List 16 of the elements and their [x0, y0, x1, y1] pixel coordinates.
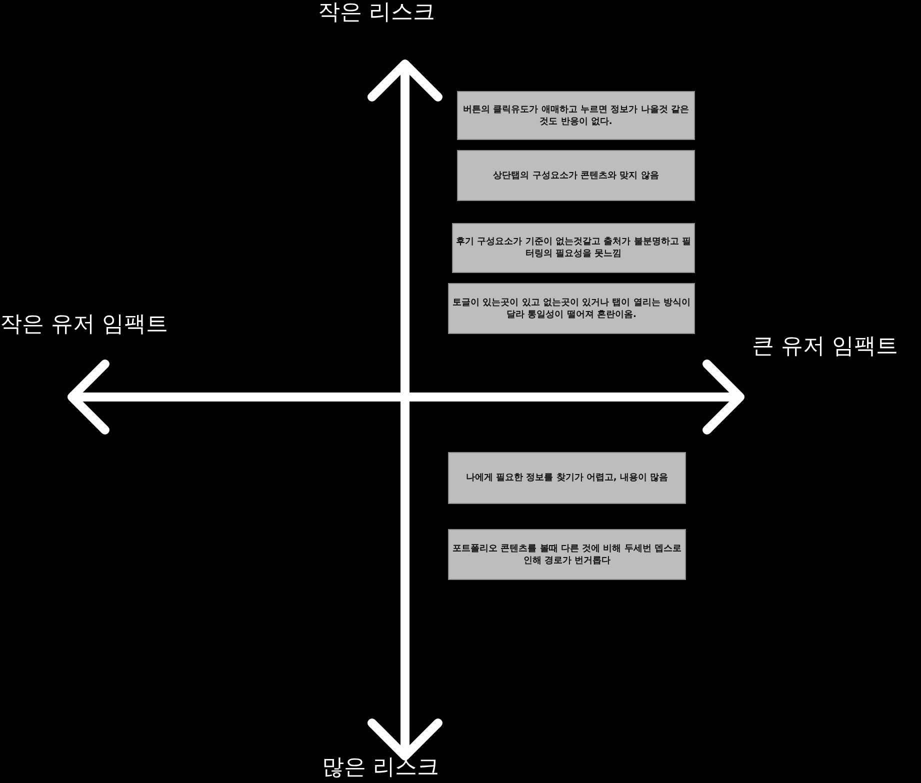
note-text: 토글이 있는곳이 있고 없는곳이 있거나 탭이 열리는 방식이 달라 통일성이 떨어져 혼란이옴.	[452, 296, 692, 320]
axis-label: 많은 리스크	[322, 755, 439, 781]
note-text: 후기 구성요소가 기준이 없는것같고 출처가 불분명하고 필터링의 필요성을 못느낌	[455, 236, 692, 260]
note-box	[457, 150, 695, 201]
note-text: 상단탭의 구성요소가 콘텐츠와 맞지 않음	[492, 170, 660, 182]
note-box	[452, 223, 695, 273]
note-box	[448, 529, 686, 580]
axis-label: 작은 유저 임팩트	[0, 312, 168, 338]
note-box	[448, 283, 695, 334]
note-box	[448, 452, 686, 504]
note-text: 나에게 필요한 정보를 찾기가 어렵고, 내용이 많음	[464, 472, 670, 484]
axis-label: 작은 리스크	[318, 0, 435, 26]
axis-label: 큰 유저 임팩트	[752, 334, 898, 360]
note-text: 버튼의 클릭유도가 애매하고 누르면 정보가 나올것 같은것도 반응이 없다.	[462, 104, 690, 128]
note-box	[457, 91, 695, 140]
note-text: 포트폴리오 콘텐츠를 볼때 다른 것에 비해 두세번 뎁스로 인해 경로가 번거롭다	[452, 542, 682, 566]
